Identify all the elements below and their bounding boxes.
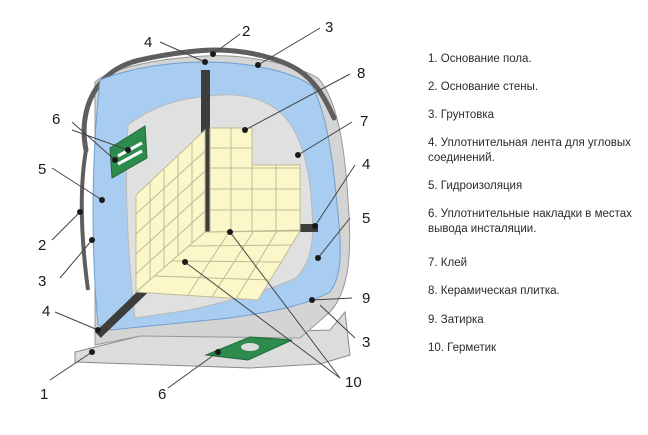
tile-wall-left-grid <box>135 143 206 280</box>
callout-right-8: 8 <box>357 65 365 82</box>
tile-wall-right-grid <box>210 128 300 231</box>
callout-bottom-10: 10 <box>345 374 362 391</box>
tile-floor <box>134 230 301 301</box>
callout-left-6: 6 <box>52 111 60 128</box>
callout-top-3: 3 <box>325 19 333 36</box>
callout-top-4: 4 <box>144 34 152 51</box>
callout-left-2: 2 <box>38 237 46 254</box>
legend-item: 10. Герметик <box>428 342 497 354</box>
legend-item: 1. Основание пола. <box>428 53 532 65</box>
primer-line <box>81 47 337 153</box>
callout-right-7: 7 <box>360 113 368 130</box>
drain-hole <box>241 343 259 351</box>
callout-top-2: 2 <box>242 23 250 40</box>
legend-item: 8. Керамическая плитка. <box>428 285 560 297</box>
legend-item: 5. Гидроизоляция <box>428 180 523 192</box>
callout-left-5: 5 <box>38 161 46 178</box>
callout-right-4: 4 <box>362 156 370 173</box>
tile-floor-grid <box>154 230 293 300</box>
legend-item: 7. Клей <box>428 257 468 269</box>
callout-bottom-6: 6 <box>158 386 166 403</box>
legend: 1. Основание пола. 2. Основание стены. 3… <box>428 0 643 435</box>
pipe-stub-2 <box>117 149 143 166</box>
legend-item: 2. Основание стены. <box>428 81 539 93</box>
legend-item: 4. Уплотнительная лента для угловых соед… <box>428 137 631 164</box>
callout-left-1: 1 <box>40 386 48 403</box>
callout-left-4: 4 <box>42 303 50 320</box>
primer-line-left <box>79 149 90 291</box>
callout-right-5: 5 <box>362 210 370 227</box>
callout-right-9: 9 <box>362 290 370 307</box>
legend-item: 3. Грунтовка <box>428 109 495 121</box>
legend-item: 9. Затирка <box>428 314 484 326</box>
waterproofing-diagram: 6 5 2 3 4 1 4 2 3 8 7 4 5 9 3 6 10 <box>38 19 370 403</box>
leader-lines <box>49 27 356 389</box>
leader-dots <box>77 51 321 355</box>
callout-left-3: 3 <box>38 273 46 290</box>
legend-item: 6. Уплотнительные накладки в местах выво… <box>428 208 632 235</box>
callout-right-3: 3 <box>362 334 370 351</box>
